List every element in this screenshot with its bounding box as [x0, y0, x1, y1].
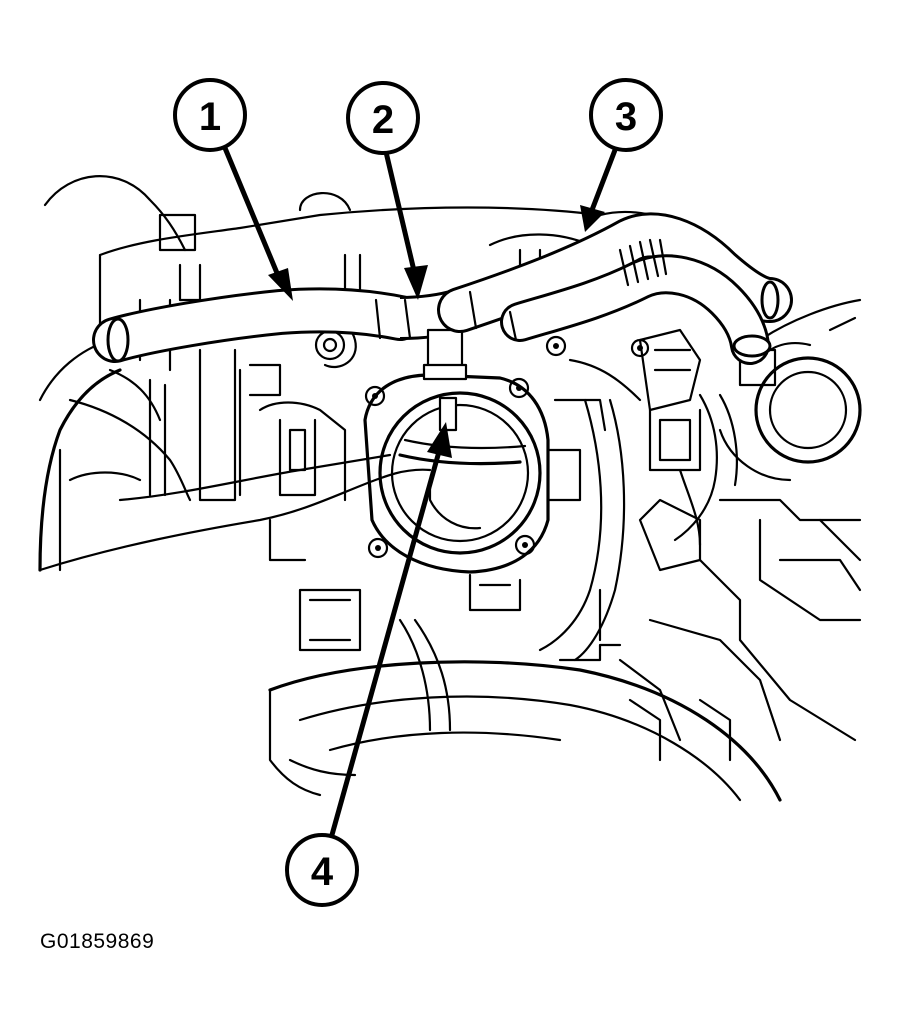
mounting-bolt-icon: [367, 537, 389, 559]
callout-2: 2: [346, 81, 420, 155]
mounting-bolt-icon: [545, 335, 567, 357]
figure-id-label: G01859869: [40, 930, 155, 953]
hose-1-left: [92, 287, 423, 363]
callout-leaders: [222, 147, 618, 843]
svg-text:3: 3: [615, 95, 637, 139]
svg-text:2: 2: [372, 98, 394, 142]
hose-3-right: [437, 212, 793, 365]
svg-text:1: 1: [199, 95, 221, 139]
callout-3: 3: [589, 78, 663, 152]
callout-1: 1: [173, 78, 247, 152]
svg-text:4: 4: [311, 850, 334, 894]
callout-4: 4: [285, 833, 359, 907]
throttle-body: [363, 373, 607, 612]
